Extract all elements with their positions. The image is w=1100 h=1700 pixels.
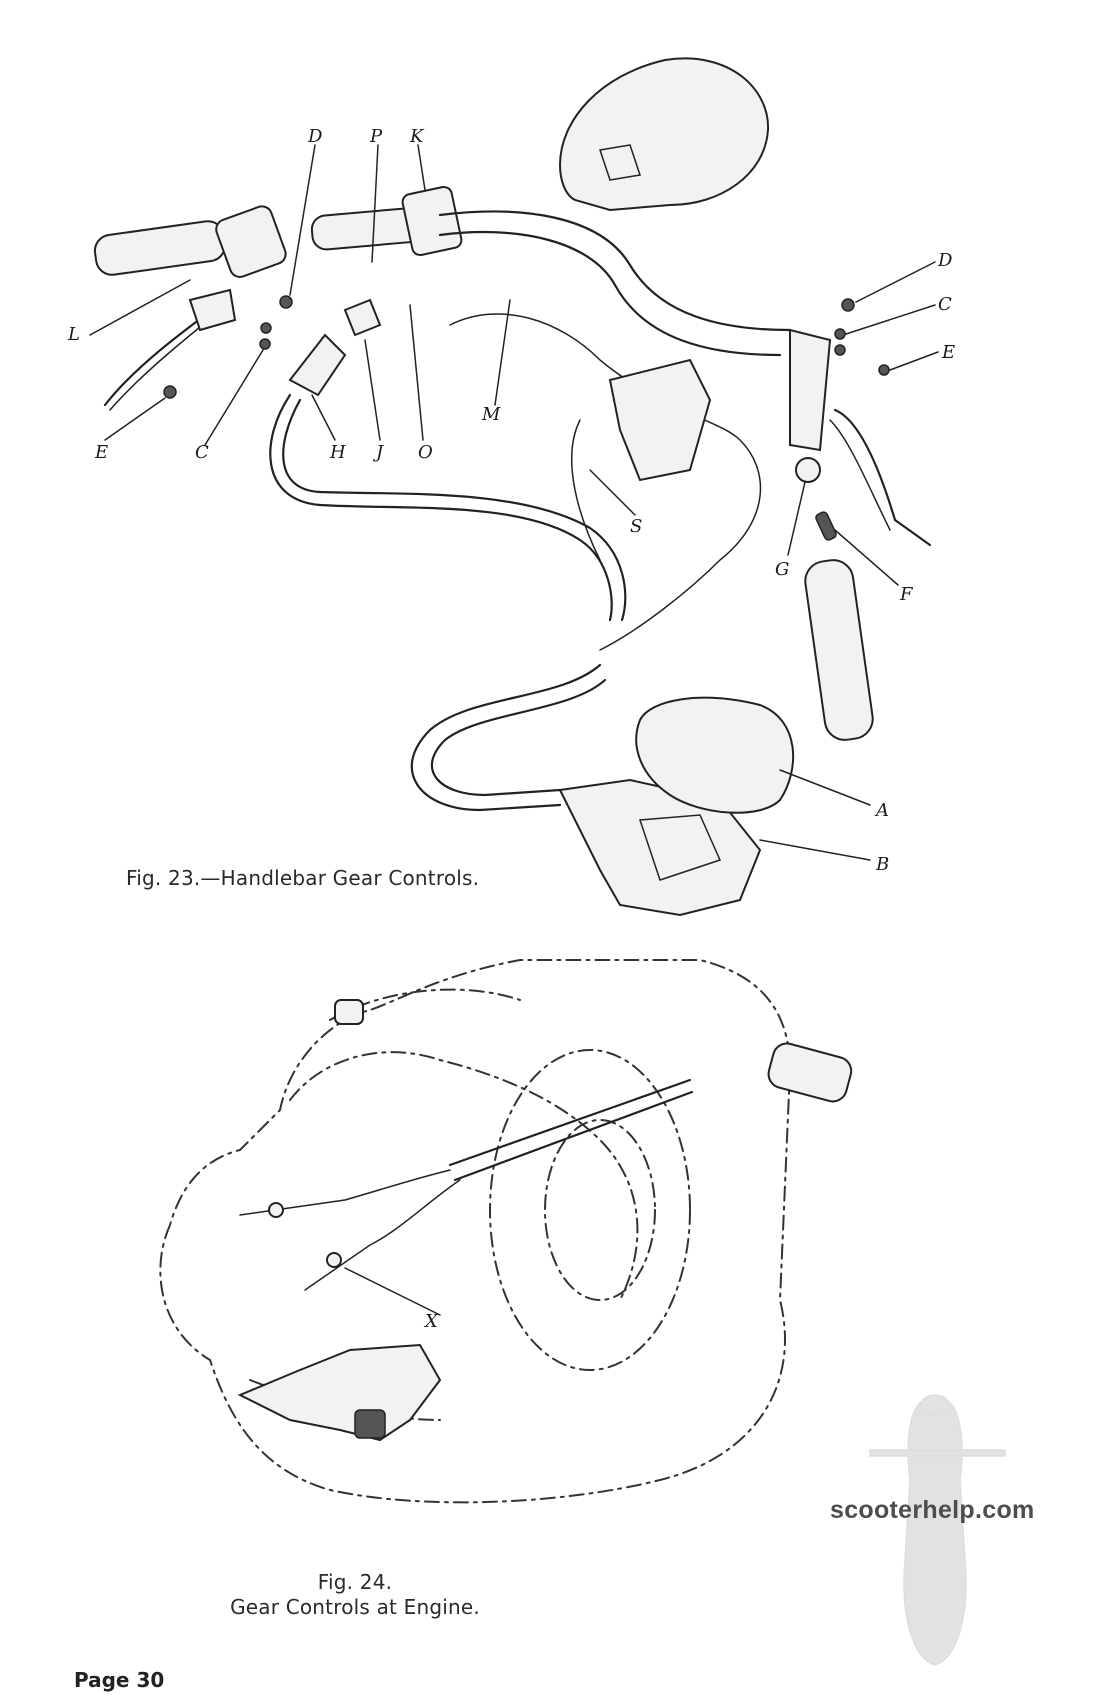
right-grip-spring: [789, 328, 832, 452]
screw-D-left: [279, 295, 293, 309]
figure-24-caption-line2: Gear Controls at Engine.: [230, 1595, 480, 1619]
label-X: X: [423, 1311, 439, 1332]
label-L: L: [67, 324, 80, 345]
label-C-left: C: [195, 442, 209, 463]
outer-cable-left: [269, 393, 613, 622]
figure-23-caption: Fig. 23.—Handlebar Gear Controls.: [126, 866, 480, 890]
right-grip: [804, 559, 874, 741]
label-F: F: [899, 584, 914, 605]
flywheel-outline: [489, 1049, 691, 1371]
right-lever: [833, 408, 932, 547]
washer-C-left: [260, 322, 272, 334]
cable-nipple-1: [268, 1202, 284, 1218]
gear-cable-outer: [448, 1078, 692, 1167]
cable-adjuster-H: [288, 333, 347, 397]
washer-G: [795, 457, 821, 483]
label-S: S: [630, 516, 642, 537]
label-H: H: [329, 442, 346, 463]
engine-outline: [159, 959, 792, 1504]
control-box-S: [608, 358, 712, 482]
label-D-top: D: [307, 126, 323, 147]
label-A: A: [874, 800, 889, 821]
cable-M: [449, 313, 762, 651]
watermark-text: scooterhelp.com: [830, 1496, 1035, 1524]
gear-cable-inner-1: [239, 1169, 451, 1216]
label-J: J: [372, 442, 385, 463]
label-E-right: E: [941, 342, 955, 363]
left-twist-grip-housing: [215, 205, 287, 278]
label-E-left: E: [94, 442, 108, 463]
label-B: B: [875, 854, 889, 875]
leader-lines: [89, 144, 939, 861]
nipple-E-right: [878, 364, 890, 376]
figure-23-handlebar-diagram: D P K L E C H J O M S D C E G F A B: [67, 57, 955, 917]
figure-24-caption-line1: Fig. 24.: [317, 1570, 393, 1594]
filler-cap: [334, 999, 364, 1025]
label-K: K: [409, 126, 425, 147]
label-O: O: [418, 442, 433, 463]
pin-F: [815, 511, 837, 541]
label-C-right: C: [938, 294, 952, 315]
clamp-K: [401, 185, 463, 257]
gear-selector-mechanism: [237, 1343, 442, 1442]
washer-C-right: [834, 328, 846, 340]
label-P: P: [369, 126, 383, 147]
nipple-E-left: [163, 385, 177, 399]
cover-plate-A: [635, 696, 795, 814]
kickstart-pedal: [767, 1042, 853, 1103]
label-G: G: [775, 559, 789, 580]
label-D-right: D: [937, 250, 953, 271]
adjuster-J: [343, 298, 382, 337]
page-number: Page 30: [74, 1668, 165, 1692]
screw-D-right: [841, 298, 855, 312]
label-M: M: [481, 404, 501, 425]
headlamp: [558, 57, 770, 212]
gear-cable-inner-2: [304, 1179, 461, 1291]
gear-cable-loop: [410, 663, 602, 812]
figure-24-caption: Fig. 24. Gear Controls at Engine.: [200, 1570, 510, 1620]
handlebar-tube: [438, 210, 802, 382]
cable-nipple-2: [326, 1252, 342, 1268]
